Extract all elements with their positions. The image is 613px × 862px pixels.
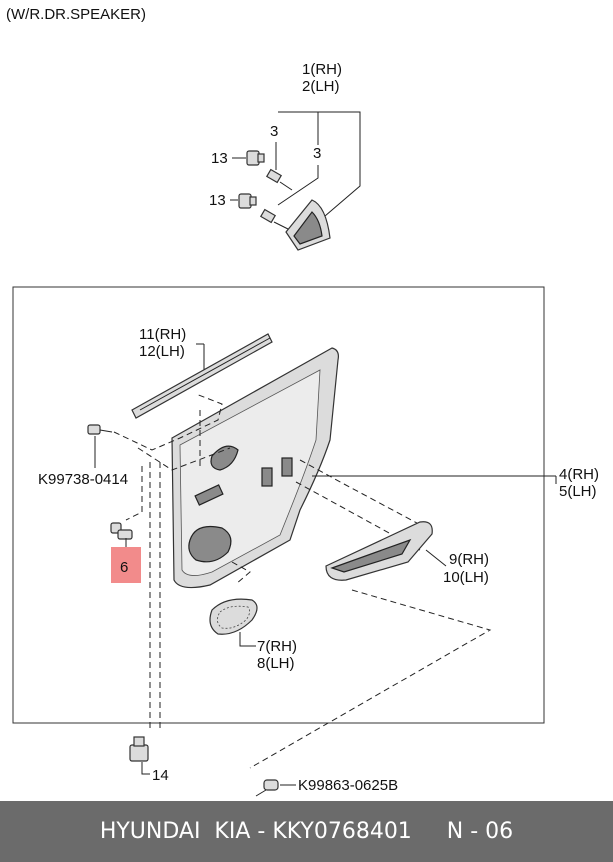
label-panel-rh: 4(RH): [559, 466, 599, 483]
bolt-group: K99738-0414: [38, 424, 128, 488]
armrest-group: 9(RH) 10(LH): [325, 521, 489, 586]
garnish-group: 1(RH) 2(LH) 3 3 13 13: [209, 61, 361, 251]
label-grille-rh: 7(RH): [257, 638, 297, 655]
label-clip-a: 13: [211, 150, 228, 167]
assembly-frame: [12, 286, 545, 724]
leader-armrest: [425, 549, 447, 567]
clip-icon: [238, 193, 257, 209]
grille-group: 7(RH) 8(LH): [209, 598, 297, 672]
speaker-opening-icon: [188, 525, 232, 563]
bolt-icon: [87, 424, 113, 435]
garnish-icon: [285, 199, 331, 251]
fastener-group: 6: [110, 522, 141, 583]
leader-clip-bottom: [141, 762, 150, 775]
label-grille-lh: 8(LH): [257, 655, 295, 672]
leader-garnish: [278, 111, 361, 223]
label-clip-b: 13: [209, 192, 226, 209]
label-clip-bottom: 14: [152, 767, 169, 784]
pocket-icon: [194, 484, 224, 506]
screw-icon: [255, 779, 279, 797]
label-armrest-rh: 9(RH): [449, 551, 489, 568]
clip-icon: [129, 736, 149, 762]
leader-screw-b: [277, 165, 319, 206]
label-panel-lh: 5(LH): [559, 483, 597, 500]
door-panel-inner: [179, 369, 321, 576]
label-garnish-rh: 1(RH): [302, 61, 342, 78]
footer-page: N - 06: [446, 819, 514, 844]
label-bolt-part-no: K99738-0414: [38, 471, 128, 488]
door-trim-panel: [171, 347, 557, 589]
assembly-guides: [113, 393, 492, 769]
grille-icon: [209, 598, 258, 635]
label-fastener: 6: [120, 559, 128, 576]
clip-bottom-group: 14: [129, 736, 169, 784]
footer-spacer: [412, 819, 447, 844]
footer-brand: HYUNDAI KIA - KKY0768401: [99, 819, 412, 844]
label-garnish-lh: 2(LH): [302, 78, 340, 95]
screw-bottom-group: K99863-0625B: [255, 777, 398, 797]
screw-icon: [259, 208, 291, 231]
weatherstrip-group: 11(RH) 12(LH): [131, 326, 273, 419]
handle-recess-icon: [210, 445, 239, 471]
weatherstrip-edge: [139, 337, 271, 411]
label-weatherstrip-rh: 11(RH): [139, 326, 186, 343]
diagram-caption: (W/R.DR.SPEAKER): [6, 6, 146, 23]
label-screw-part-no: K99863-0625B: [298, 777, 398, 794]
switch-icon: [261, 467, 273, 487]
footer-bar: HYUNDAI KIA - KKY0768401 N - 06: [0, 801, 613, 862]
label-weatherstrip-lh: 12(LH): [139, 343, 185, 360]
label-armrest-lh: 10(LH): [443, 569, 489, 586]
label-screw-a: 3: [270, 123, 278, 140]
fastener-icon: [110, 522, 133, 540]
armrest-trim: [330, 538, 412, 573]
clip-icon: [246, 150, 265, 166]
screw-icon: [265, 168, 293, 191]
fastener-highlight: [111, 547, 141, 583]
switch-icon: [281, 457, 293, 477]
label-screw-b: 3: [313, 145, 321, 162]
leader-grille: [239, 632, 256, 647]
